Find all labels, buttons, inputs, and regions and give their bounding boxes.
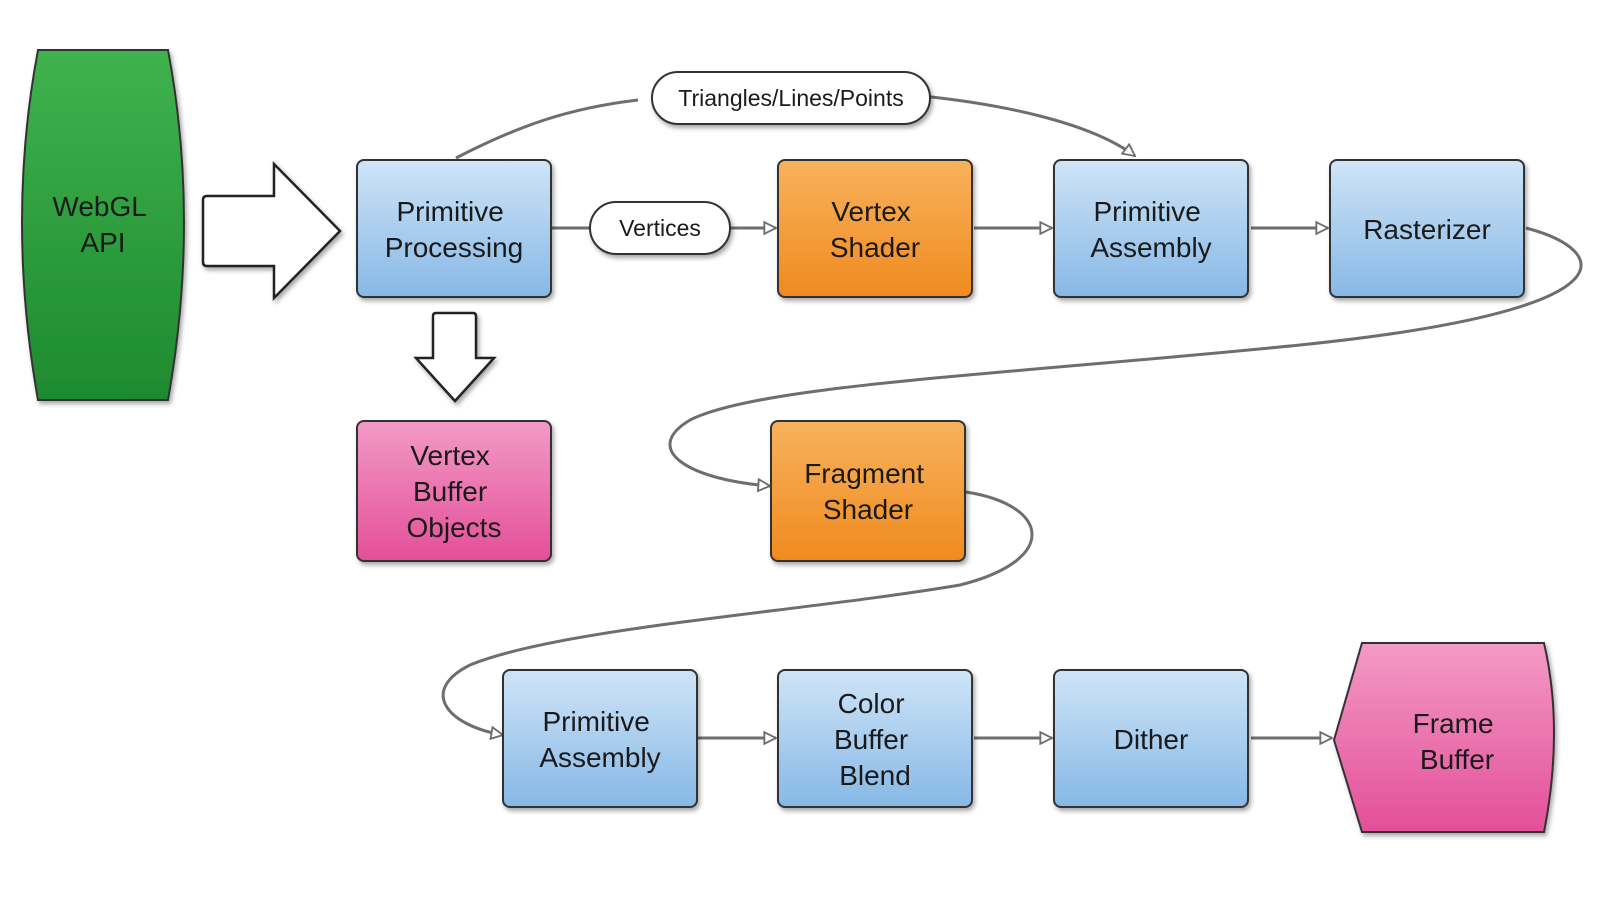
svg-text:Rasterizer: Rasterizer [1363, 214, 1491, 245]
svg-text:Primitive Assembly: Primitive Assembly [539, 706, 660, 773]
node-rasterizer: Rasterizer [1329, 159, 1525, 298]
webgl-api-label: WebGL API [52, 191, 153, 258]
svg-text:Dither: Dither [1114, 724, 1189, 755]
svg-text:Triangles/Lines/Points: Triangles/Lines/Points [678, 85, 903, 111]
node-fragment-shader: Fragment Shader [770, 420, 966, 562]
svg-text:Color Buffer Blend: Color Buffer Blend [834, 688, 916, 791]
node-vertex-shader: Vertex Shader [777, 159, 973, 298]
svg-text:Vertices: Vertices [619, 215, 701, 241]
edge-label-triangles-lines-points: Triangles/Lines/Points [651, 71, 931, 125]
edge-fragment-to-pa2 [441, 490, 1034, 735]
node-webgl-api: WebGL API [21, 49, 185, 401]
node-primitive-processing: Primitive Processing [356, 159, 552, 298]
node-primitive-assembly-2: Primitive Assembly [502, 669, 698, 808]
svg-text:Primitive Processing: Primitive Processing [385, 196, 524, 263]
node-color-buffer-blend: Color Buffer Blend [777, 669, 973, 808]
node-primitive-assembly-1: Primitive Assembly [1053, 159, 1249, 298]
big-right-arrow-icon [201, 160, 342, 302]
node-frame-buffer: Frame Buffer [1332, 642, 1555, 833]
edge-rasterizer-to-fragment [668, 226, 1583, 486]
edges [441, 94, 1583, 738]
node-vertex-buffer-objects: Vertex Buffer Objects [356, 420, 552, 562]
svg-text:Fragment Shader: Fragment Shader [804, 458, 932, 525]
edge-label-vertices: Vertices [589, 201, 731, 255]
svg-text:Vertex Buffer Obje: Vertex Buffer Objects [407, 440, 502, 543]
big-down-arrow-icon [413, 311, 497, 403]
edge-triangles-arc [455, 94, 1135, 158]
svg-text:Vertex Shader: Vertex Shader [830, 196, 920, 263]
svg-text:Frame Buffer: Frame Buffer [1413, 708, 1502, 775]
svg-text:Primitive Assembly: Primitive Assembly [1090, 196, 1211, 263]
node-dither: Dither [1053, 669, 1249, 808]
